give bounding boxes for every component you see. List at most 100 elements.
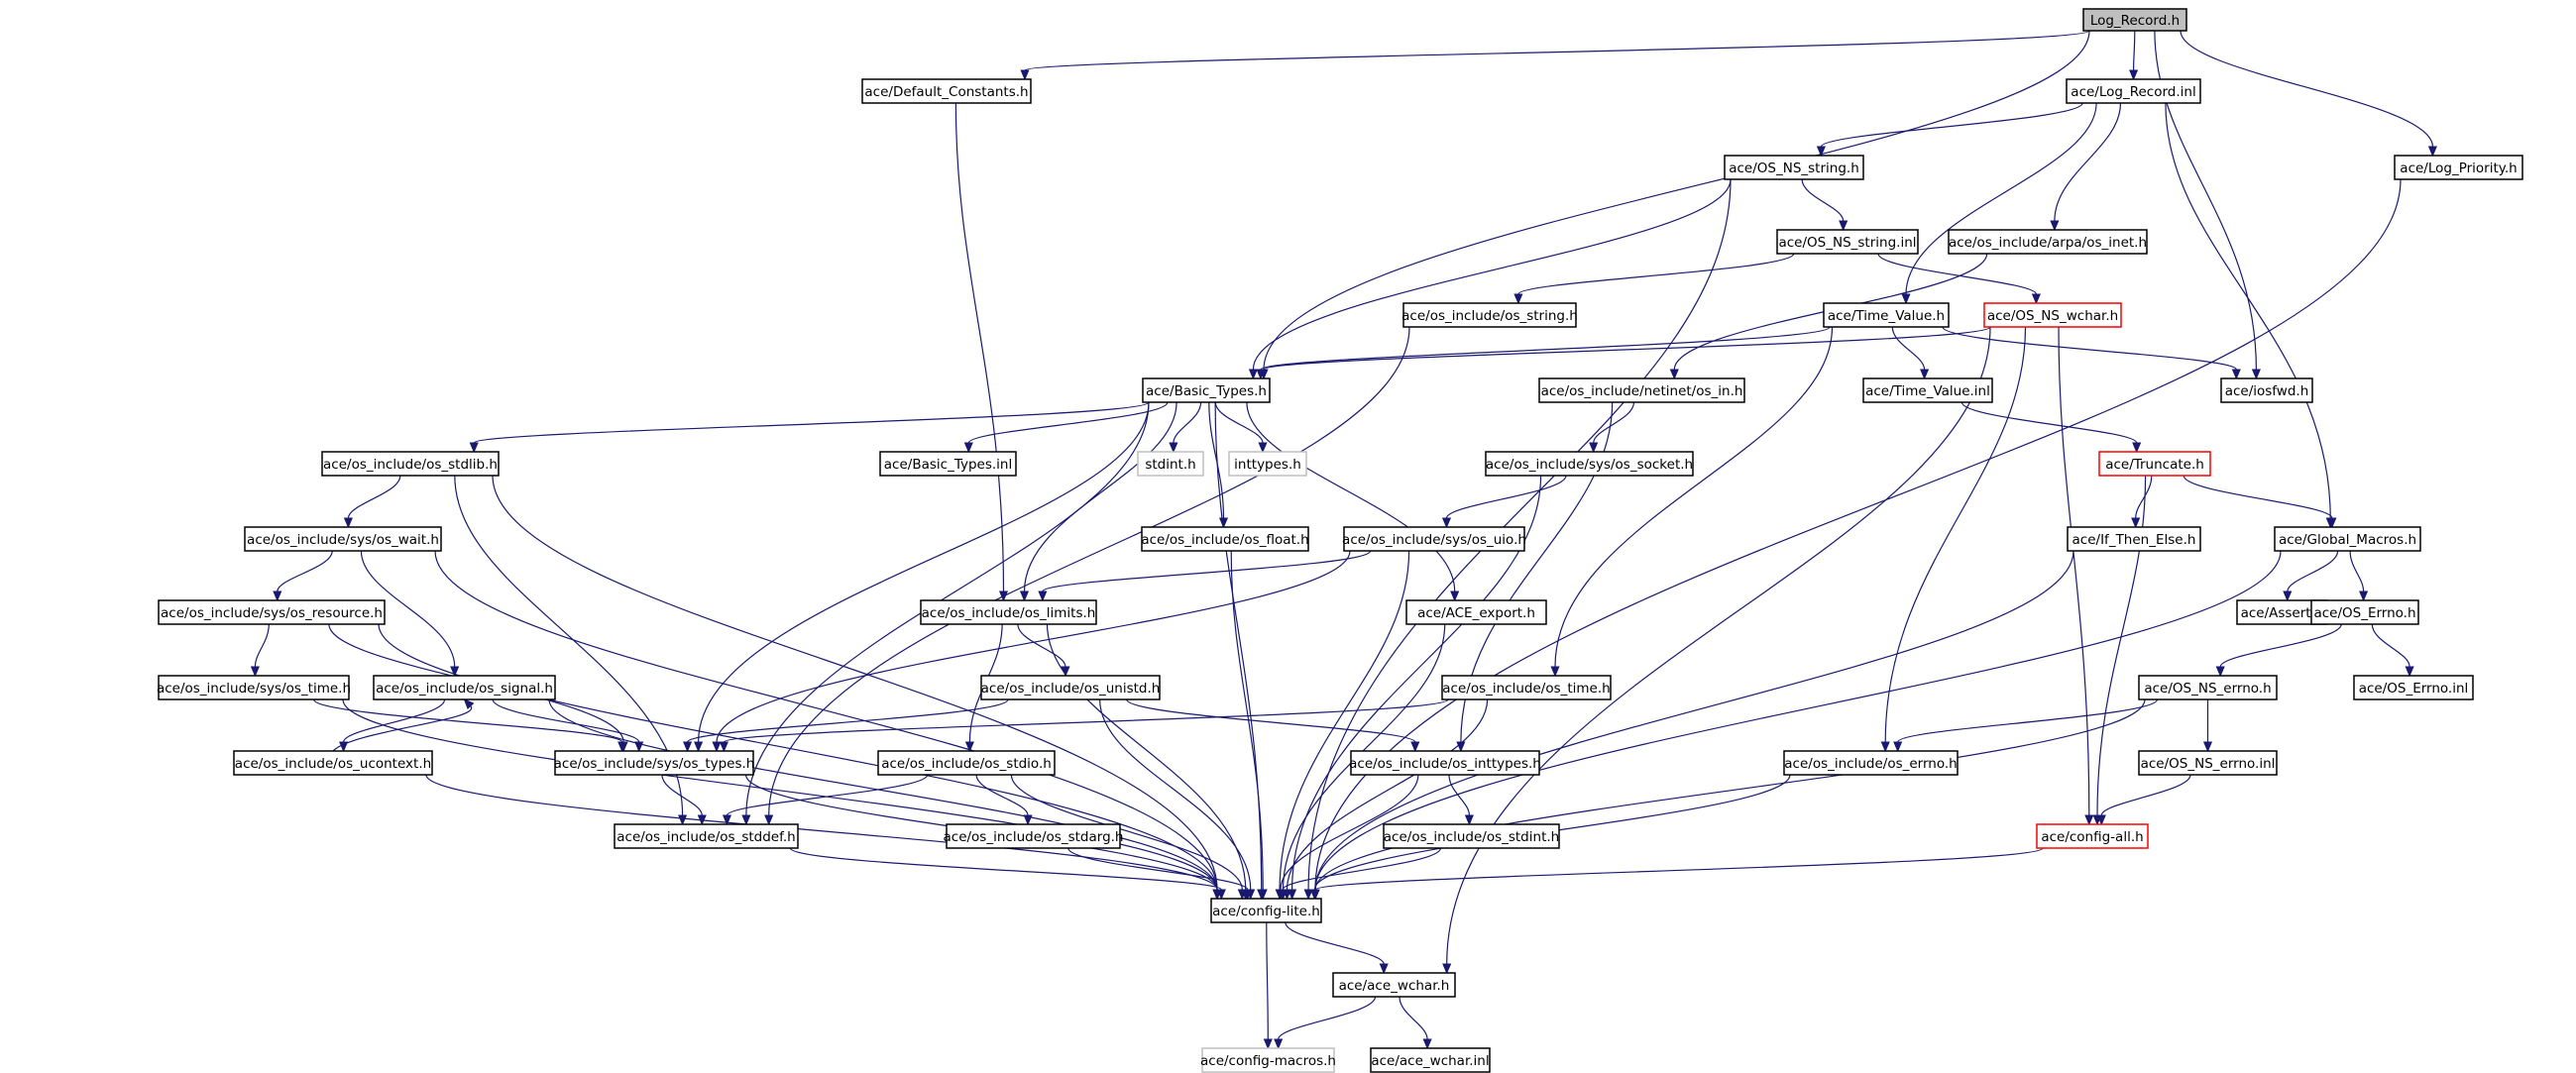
node-os-stdio[interactable]: ace/os_include/os_stdio.h (877, 750, 1056, 776)
node-sys-types[interactable]: ace/os_include/sys/os_types.h (554, 750, 755, 776)
node-sys-resource[interactable]: ace/os_include/sys/os_resource.h (158, 599, 386, 625)
edge-log-record-h-to-default-constants (1020, 30, 2090, 81)
edge-line (1314, 847, 2044, 891)
edge-os-unistd-to-os-inttypes (1126, 698, 1420, 753)
node-config-macros[interactable]: ace/config-macros.h (1200, 1047, 1336, 1073)
node-label: ace/OS_NS_string.inl (1778, 235, 1916, 251)
node-ace-wchar-inl[interactable]: ace/ace_wchar.inl (1370, 1047, 1491, 1073)
node-netinet-in[interactable]: ace/os_include/netinet/os_in.h (1538, 377, 1745, 403)
node-label: Log_Record.h (2090, 13, 2180, 29)
node-os-include-errno[interactable]: ace/os_include/os_errno.h (1783, 750, 1959, 776)
edge-line (2058, 326, 2090, 816)
node-os-signal[interactable]: ace/os_include/os_signal.h (373, 675, 556, 700)
node-inttypes[interactable]: inttypes.h (1228, 451, 1307, 477)
node-os-stddef[interactable]: ace/os_include/os_stddef.h (614, 823, 799, 849)
edge-arrowhead (1422, 1038, 1432, 1050)
node-basic-types-h[interactable]: ace/Basic_Types.h (1142, 377, 1271, 403)
node-os-stdarg[interactable]: ace/os_include/os_stdarg.h (944, 823, 1124, 849)
edge-log-record-h-to-log-record-inl (2129, 30, 2139, 81)
edge-os-ns-errno-inl-to-config-all (2096, 774, 2191, 826)
node-ace-wchar-h[interactable]: ace/ace_wchar.h (1332, 972, 1456, 998)
node-box (2098, 451, 2211, 477)
edge-os-stdlib-to-sys-wait (343, 475, 401, 529)
node-os-string[interactable]: ace/os_include/os_string.h (1401, 302, 1578, 328)
node-os-ns-string-inl[interactable]: ace/OS_NS_string.inl (1776, 229, 1919, 255)
edge-arrowhead (1274, 1038, 1284, 1050)
node-os-ns-wchar[interactable]: ace/OS_NS_wchar.h (1983, 302, 2122, 328)
node-os-stdint[interactable]: ace/os_include/os_stdint.h (1383, 823, 1560, 849)
node-time-value-inl[interactable]: ace/Time_Value.inl (1862, 377, 1993, 403)
node-config-lite[interactable]: ace/config-lite.h (1210, 898, 1322, 923)
edge-sys-time-to-sys-types (313, 698, 627, 753)
node-box (1142, 377, 1271, 403)
node-os-time[interactable]: ace/os_include/os_time.h (1441, 675, 1612, 700)
node-time-value-h[interactable]: ace/Time_Value.h (1823, 302, 1950, 328)
edge-arrowhead (2031, 293, 2041, 305)
node-os-limits[interactable]: ace/os_include/os_limits.h (920, 599, 1097, 625)
node-if-then-else[interactable]: ace/If_Then_Else.h (2067, 526, 2201, 552)
node-os-errno-inl[interactable]: ace/OS_Errno.inl (2353, 675, 2474, 700)
node-os-inttypes[interactable]: ace/os_include/os_inttypes.h (1349, 750, 1541, 776)
node-box (233, 750, 433, 776)
node-truncate[interactable]: ace/Truncate.h (2098, 451, 2211, 477)
node-sys-uio[interactable]: ace/os_include/sys/os_uio.h (1342, 526, 1526, 552)
node-sys-wait[interactable]: ace/os_include/sys/os_wait.h (244, 526, 442, 552)
node-iosfwd[interactable]: ace/iosfwd.h (2220, 377, 2313, 403)
node-box (1201, 1047, 1335, 1073)
edge-line (473, 401, 1150, 444)
node-ace-export[interactable]: ace/ACE_export.h (1405, 599, 1547, 625)
node-label: ace/os_include/sys/os_socket.h (1486, 457, 1693, 473)
node-label: ace/os_include/netinet/os_in.h (1541, 383, 1743, 399)
node-os-ucontext[interactable]: ace/os_include/os_ucontext.h (233, 750, 433, 776)
node-log-record-inl[interactable]: ace/Log_Record.inl (2066, 78, 2201, 104)
node-default-constants[interactable]: ace/Default_Constants.h (861, 78, 1032, 104)
edge-line (975, 774, 1029, 816)
node-os-ns-errno-h[interactable]: ace/OS_NS_errno.h (2138, 675, 2278, 700)
node-os-float[interactable]: ace/os_include/os_float.h (1141, 526, 1309, 552)
node-global-macros[interactable]: ace/Global_Macros.h (2274, 526, 2421, 552)
node-label: ace/os_include/os_stdio.h (881, 756, 1052, 772)
node-os-stdlib[interactable]: ace/os_include/os_stdlib.h (321, 451, 500, 477)
node-box (2394, 155, 2523, 180)
edge-arrowhead (2084, 814, 2094, 826)
edge-arrowhead (1513, 293, 1523, 305)
node-sys-socket[interactable]: ace/os_include/sys/os_socket.h (1485, 451, 1694, 477)
edge-arrowhead (2132, 442, 2142, 454)
edge-arrowhead (697, 814, 707, 826)
node-label: ace/Assert.h (2241, 605, 2324, 621)
edges-layer (250, 30, 2437, 1050)
edge-line (1278, 996, 1377, 1040)
node-log-record-h[interactable]: Log_Record.h (2082, 8, 2187, 32)
edge-arrowhead (722, 814, 732, 826)
node-sys-time[interactable]: ace/os_include/sys/os_time.h (157, 675, 351, 700)
edge-sys-socket-to-sys-uio (1441, 475, 1567, 529)
edge-line (1280, 774, 1419, 891)
edge-line (1897, 698, 2159, 743)
edge-line (434, 550, 1218, 891)
edge-arrowhead (964, 741, 974, 753)
edge-arrowhead (1839, 220, 1848, 232)
node-basic-types-inl[interactable]: ace/Basic_Types.inl (879, 451, 1017, 477)
edge-basic-types-h-to-stdint (1169, 401, 1202, 454)
edge-line (492, 475, 1218, 891)
node-label: ace/Basic_Types.h (1146, 383, 1267, 399)
node-os-errno-h[interactable]: ace/OS_Errno.h (2310, 599, 2419, 625)
node-label: ace/os_include/os_string.h (1401, 308, 1578, 324)
node-config-all[interactable]: ace/config-all.h (2036, 823, 2149, 849)
edge-arrowhead (2427, 146, 2437, 158)
node-stdint[interactable]: stdint.h (1137, 451, 1204, 477)
node-os-unistd[interactable]: ace/os_include/os_unistd.h (980, 675, 1161, 700)
edge-line (1046, 623, 1247, 891)
node-label: ace/Log_Record.inl (2071, 84, 2195, 100)
edge-sys-wait-to-sys-resource (273, 550, 333, 602)
edge-line (1252, 178, 1732, 371)
edge-arrowhead (339, 741, 349, 753)
node-arpa-inet[interactable]: ace/os_include/arpa/os_inet.h (1948, 229, 2148, 255)
node-os-ns-errno-inl[interactable]: ace/OS_NS_errno.inl (2138, 750, 2278, 776)
node-os-ns-string-h[interactable]: ace/OS_NS_string.h (1724, 155, 1864, 180)
edge-line (954, 102, 1005, 592)
node-box (2220, 377, 2313, 403)
node-log-priority[interactable]: ace/Log_Priority.h (2394, 155, 2523, 180)
edge-os-float-to-config-lite (1230, 550, 1268, 901)
node-box (2274, 526, 2421, 552)
